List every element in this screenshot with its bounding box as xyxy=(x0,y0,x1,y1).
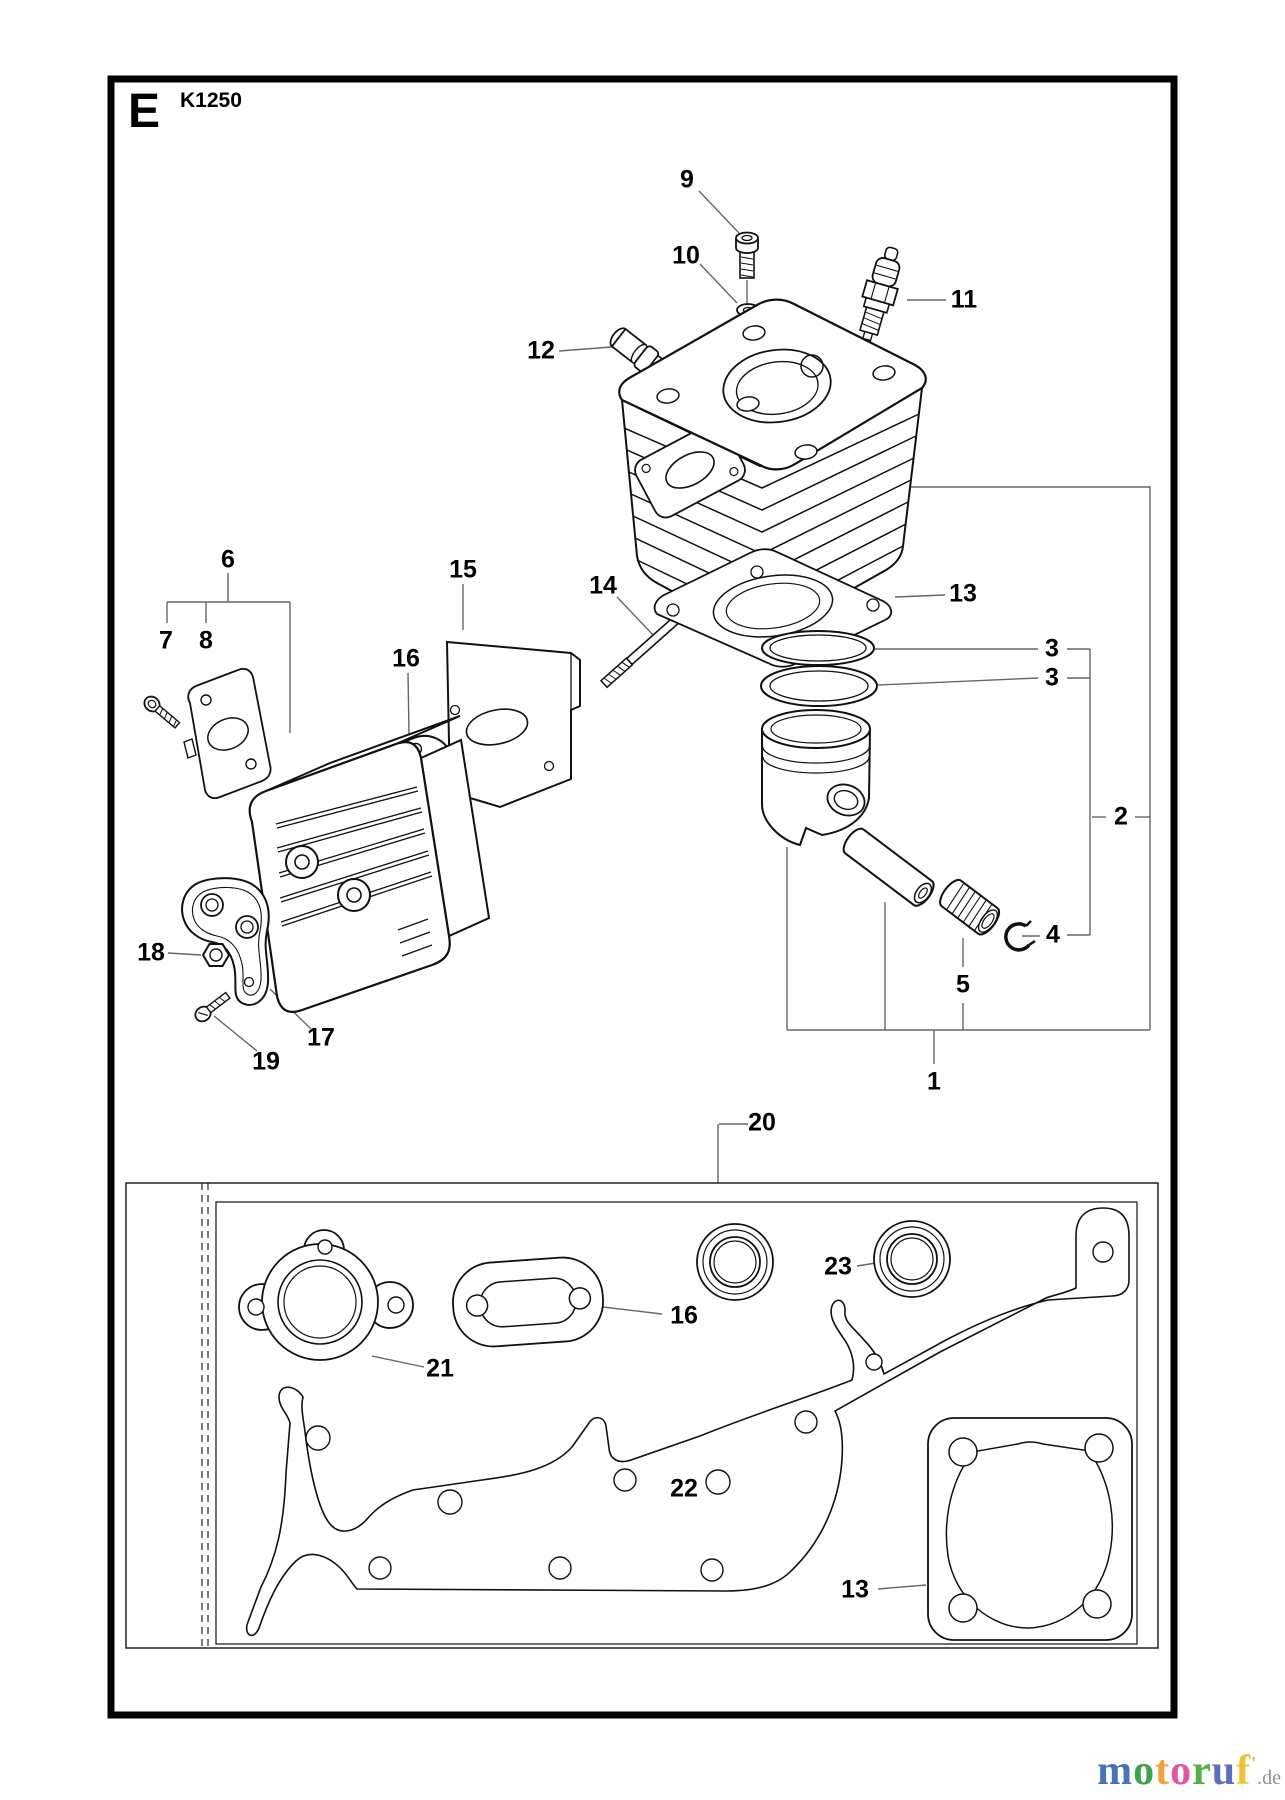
callout-9: 9 xyxy=(680,165,694,194)
round-gasket-21 xyxy=(238,1229,414,1361)
muffler-bracket-17 xyxy=(181,877,270,1006)
callout-3: 3 xyxy=(1045,663,1059,692)
callout-13: 13 xyxy=(949,579,977,608)
callout-22: 22 xyxy=(670,1474,698,1503)
callout-13: 13 xyxy=(841,1575,869,1604)
logo-suffix: .de xyxy=(1257,1767,1281,1789)
model-code: K1250 xyxy=(180,89,242,112)
callout-11: 11 xyxy=(950,285,978,314)
wrist-pin xyxy=(842,827,935,907)
callout-16: 16 xyxy=(670,1301,698,1330)
callout-12: 12 xyxy=(527,336,555,365)
exhaust-gasket-16-kit xyxy=(452,1256,604,1348)
callout-2: 2 xyxy=(1114,802,1128,831)
crankcase-gasket-22 xyxy=(245,1207,1130,1637)
logo-letter: r xyxy=(1192,1748,1212,1794)
logo-letter: f xyxy=(1236,1748,1252,1794)
callout-17: 17 xyxy=(307,1023,335,1052)
logo-letter: o xyxy=(1170,1748,1193,1794)
callout-18: 18 xyxy=(137,938,165,967)
page-border xyxy=(107,75,1178,1719)
screw-7 xyxy=(143,695,181,729)
cylinder-gasket-13-kit xyxy=(927,1417,1133,1641)
callout-5: 5 xyxy=(956,970,970,999)
oil-seal-23-right xyxy=(873,1220,951,1298)
muffler-body xyxy=(248,715,491,1013)
logo-letter: t xyxy=(1155,1748,1171,1794)
spark-plug-11 xyxy=(858,246,901,342)
oil-seal-23-left xyxy=(696,1223,774,1301)
callout-21: 21 xyxy=(426,1354,454,1383)
cover-plate-8 xyxy=(183,667,272,800)
gasket-kit-box xyxy=(125,1182,1159,1649)
screw-19 xyxy=(194,991,231,1023)
callout-14: 14 xyxy=(589,571,617,600)
logo-tick: ' xyxy=(1251,1753,1258,1773)
callout-8: 8 xyxy=(199,626,213,655)
callout-6: 6 xyxy=(221,545,235,574)
callout-1: 1 xyxy=(927,1067,941,1096)
callout-4: 4 xyxy=(1046,920,1060,949)
piston-2 xyxy=(761,709,872,847)
callout-19: 19 xyxy=(252,1047,280,1076)
callout-3: 3 xyxy=(1045,634,1059,663)
callout-23: 23 xyxy=(824,1252,852,1281)
nut-18 xyxy=(201,943,231,967)
logo-letter: o xyxy=(1133,1748,1156,1794)
logo-letter: m xyxy=(1097,1748,1134,1794)
callout-20: 20 xyxy=(748,1108,776,1137)
callout-7: 7 xyxy=(159,626,173,655)
piston-ring-3-bottom xyxy=(760,665,878,707)
section-letter: E xyxy=(128,85,161,138)
needle-bearing-5 xyxy=(939,878,1001,936)
callout-15: 15 xyxy=(449,555,477,584)
circlip-4 xyxy=(1004,920,1036,952)
motoruf-logo: motoruf'.de xyxy=(1097,1750,1281,1792)
callout-10: 10 xyxy=(672,241,700,270)
screw-9 xyxy=(735,231,759,279)
logo-letter: u xyxy=(1211,1748,1237,1794)
piston-ring-3-top xyxy=(761,630,875,666)
callout-16: 16 xyxy=(392,644,420,673)
